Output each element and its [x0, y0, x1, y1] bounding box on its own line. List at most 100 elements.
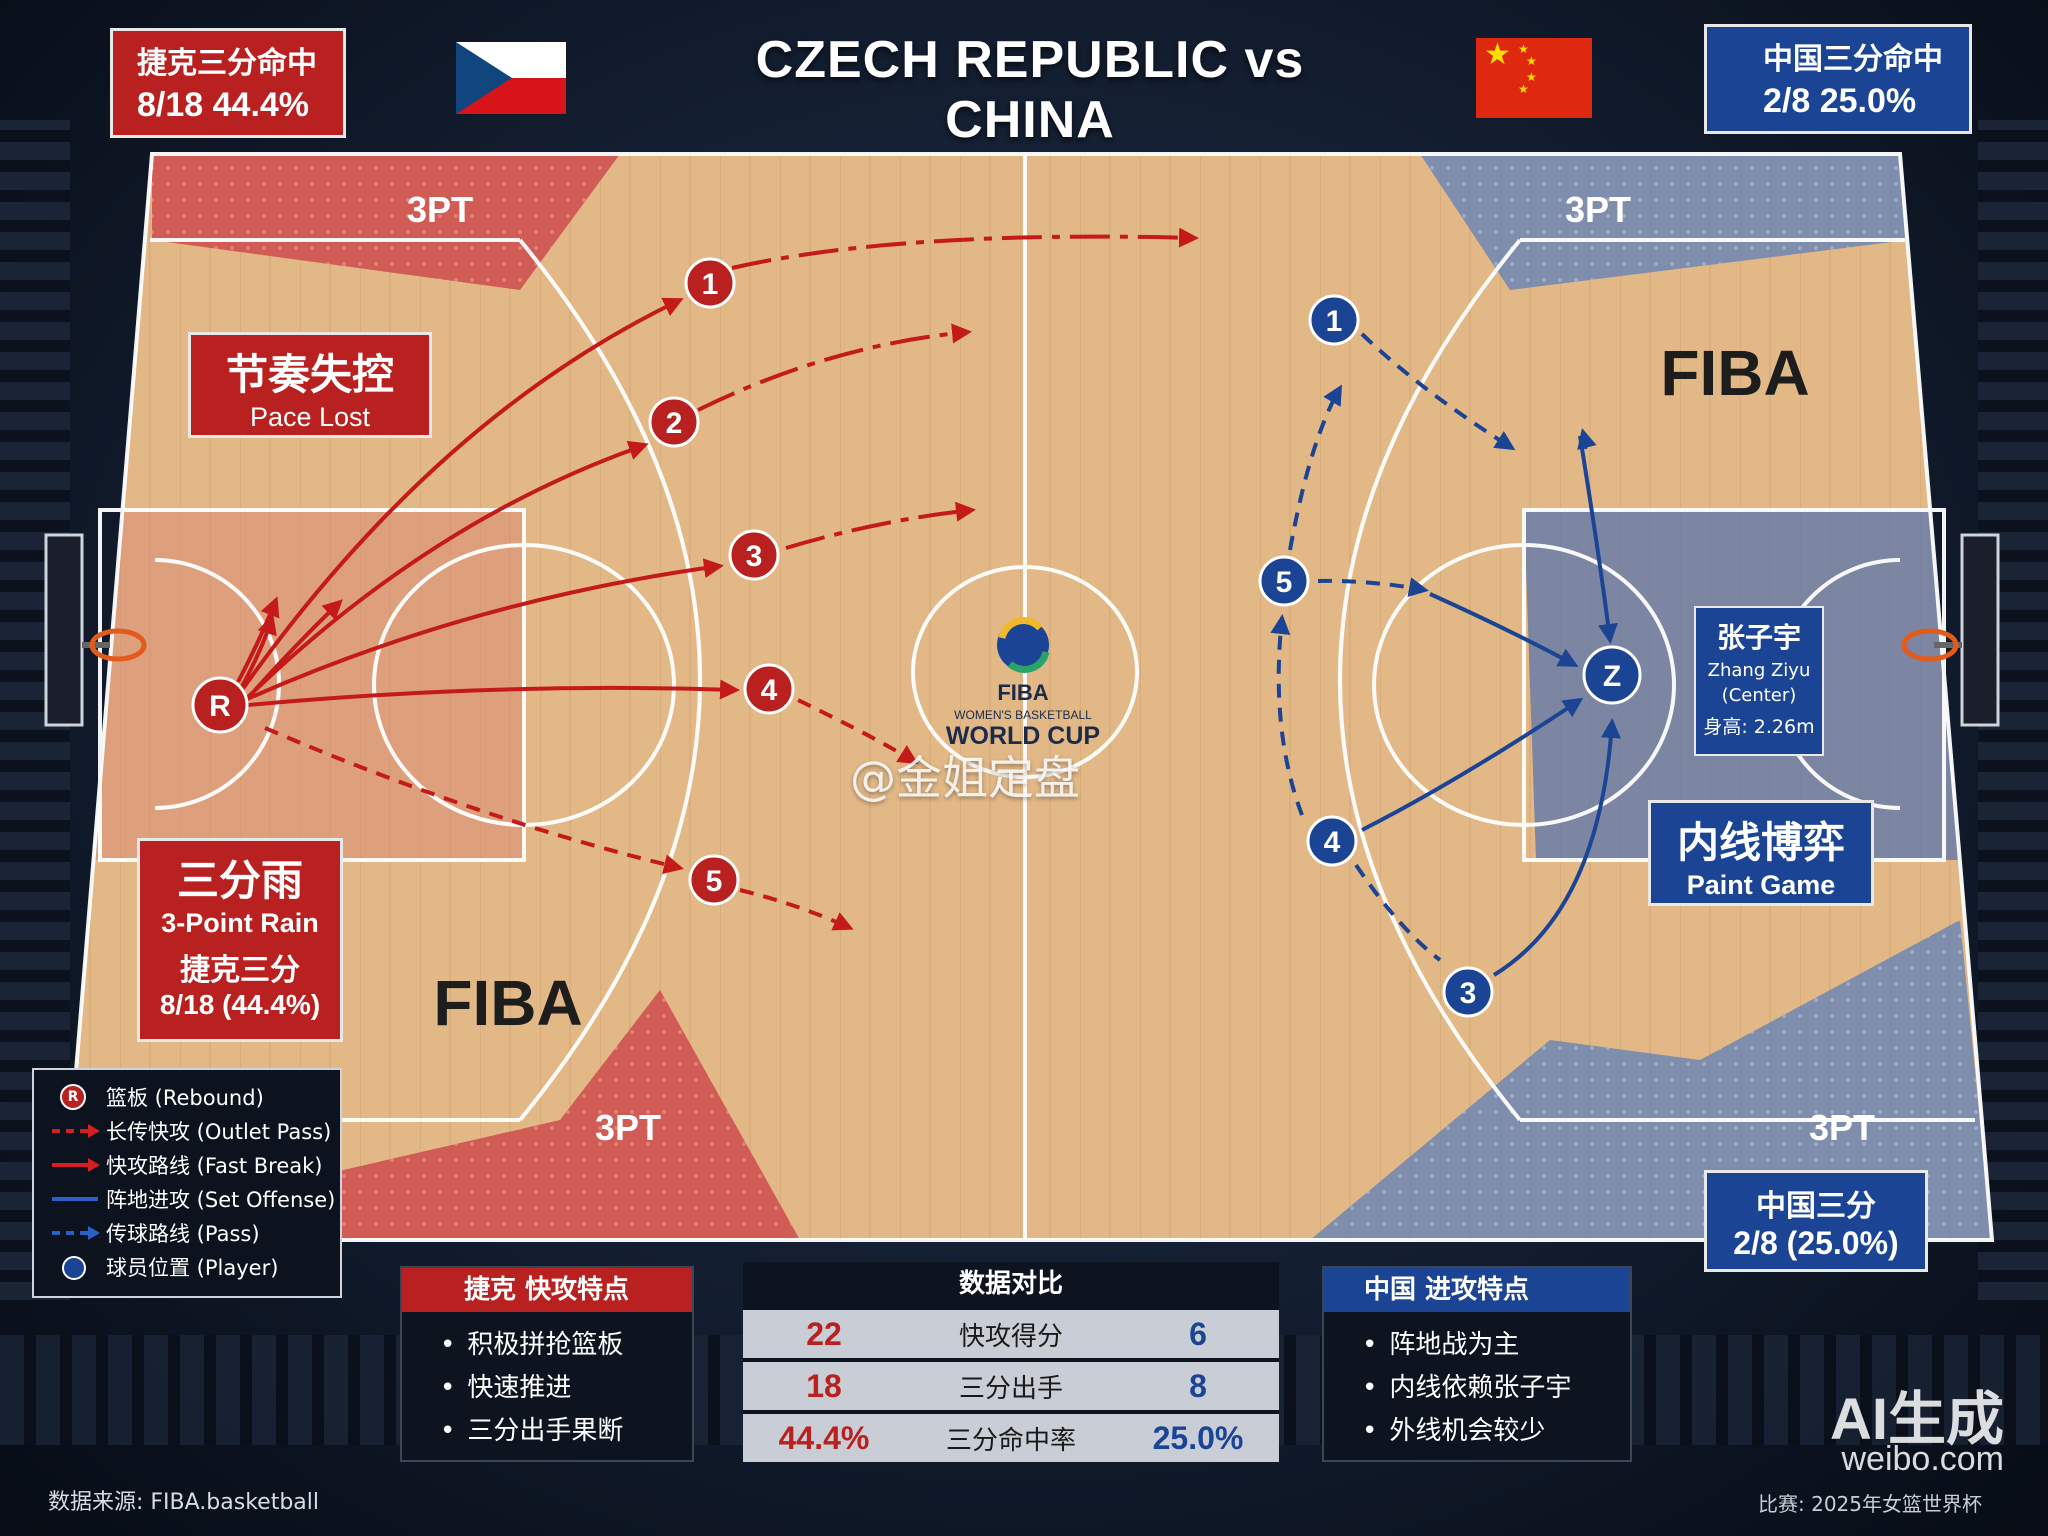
metric-label: 三分出手	[905, 1362, 1117, 1410]
cz-player-5: 5	[688, 854, 740, 906]
zhang-position: (Center)	[1721, 685, 1797, 706]
legend-label: 阵地进攻 (Set Offense)	[106, 1188, 336, 1212]
cz-player-1: 1	[684, 257, 736, 309]
table-row: 44.4% 三分命中率 25.0%	[743, 1414, 1279, 1462]
svg-text:5: 5	[1276, 566, 1293, 599]
cz-player-3: 3	[728, 529, 780, 581]
cz-features-panel: 捷克 快攻特点 积极拼抢篮板 快速推进 三分出手果断	[400, 1266, 694, 1462]
list-item: 阵地战为主	[1362, 1324, 1630, 1367]
zhang-height: 身高: 2.26m	[1703, 716, 1815, 738]
cn-player-3: 3	[1442, 966, 1494, 1018]
red-dashed-arrow-icon	[52, 1124, 100, 1138]
svg-text:5: 5	[706, 865, 723, 898]
legend-label: 球员位置 (Player)	[106, 1256, 279, 1280]
comparison-title: 数据对比	[958, 1269, 1063, 1299]
cz-player-2: 2	[648, 396, 700, 448]
metric-label: 三分命中率	[905, 1414, 1117, 1462]
legend-row: 长传快攻 (Outlet Pass)	[48, 1114, 340, 1148]
legend-row: R 篮板 (Rebound)	[48, 1080, 340, 1114]
cz-player-4: 4	[743, 663, 795, 715]
match-info: 比赛: 2025年女篮世界杯	[1758, 1492, 1982, 1516]
paint-en: Paint Game	[1686, 870, 1836, 900]
cn-player-1: 1	[1308, 294, 1360, 346]
cn-3pt-val: 2/8 (25.0%)	[1733, 1225, 1899, 1261]
fiba-floor-mark: FIBA	[1660, 337, 1809, 409]
legend: R 篮板 (Rebound) 长传快攻 (Outlet Pass) 快攻路线 (…	[32, 1068, 342, 1298]
rebound-icon: R	[60, 1084, 86, 1110]
zone-3pt-label: 3PT	[595, 1107, 661, 1148]
metric-label: 快攻得分	[905, 1310, 1117, 1358]
cz-paint	[86, 510, 525, 860]
list-item: 快速推进	[440, 1367, 692, 1410]
cn-3pt-callout: 中国三分 2/8 (25.0%)	[1704, 1170, 1928, 1272]
watermark-handle: @金姐定盘	[850, 751, 1080, 805]
cn-3pt-zone-top	[1420, 154, 1908, 290]
svg-text:1: 1	[702, 268, 719, 301]
cn-panel-title: 中国 进攻特点	[1324, 1268, 1630, 1312]
rain-cn: 三分雨	[176, 857, 303, 904]
cn-value: 6	[1117, 1310, 1279, 1358]
cz-3pt-zone-bottom	[300, 990, 800, 1240]
svg-text:Z: Z	[1603, 660, 1621, 693]
rain-en: 3-Point Rain	[161, 908, 319, 938]
zone-3pt-label: 3PT	[407, 189, 473, 230]
right-hoop	[1901, 533, 2000, 727]
cz-panel-title: 捷克 快攻特点	[402, 1268, 692, 1312]
cz-value: 44.4%	[743, 1414, 905, 1462]
watermark-ai: AI生成	[1829, 1387, 2004, 1452]
watermark-site: weibo.com	[1841, 1440, 2004, 1478]
cn-3pt-stat: 中国三分命中 2/8 25.0%	[1704, 24, 1972, 134]
list-item: 积极拼抢篮板	[440, 1324, 692, 1367]
cn-3pt-zone-bottom	[1310, 920, 1992, 1240]
logo-sub: WOMEN'S BASKETBALL	[954, 708, 1092, 722]
logo-main: WORLD CUP	[946, 722, 1100, 750]
list-item: 外线机会较少	[1362, 1410, 1630, 1453]
cn-3pt-stat-value: 2/8 25.0%	[1763, 82, 1917, 120]
blue-dashed-arrow-icon	[52, 1226, 100, 1240]
page-title: CZECH REPUBLIC vs CHINA	[755, 31, 1305, 149]
comparison-table: 22 快攻得分 6 18 三分出手 8 44.4% 三分命中率 25.0%	[743, 1306, 1279, 1466]
table-row: 18 三分出手 8	[743, 1362, 1279, 1410]
svg-text:1: 1	[1326, 305, 1343, 338]
svg-text:3: 3	[1460, 977, 1477, 1010]
china-flag-icon: ★ ★ ★ ★ ★	[1476, 38, 1592, 118]
paint-cn: 内线博弈	[1676, 819, 1845, 866]
pace-lost-cn: 节奏失控	[225, 351, 394, 398]
zone-3pt-label: 3PT	[1565, 189, 1631, 230]
data-source: 数据来源: FIBA.basketball	[48, 1490, 319, 1515]
cz-3pt-stat-value: 8/18 44.4%	[137, 86, 310, 124]
pace-lost-callout: 节奏失控 Pace Lost	[188, 332, 432, 438]
logo-fiba: FIBA	[997, 680, 1048, 705]
legend-label: 传球路线 (Pass)	[106, 1222, 260, 1246]
player-dot-icon	[62, 1256, 86, 1280]
table-row: 22 快攻得分 6	[743, 1310, 1279, 1358]
cz-3pt-zone-top	[152, 154, 620, 290]
center-logo: FIBA WOMEN'S BASKETBALL WORLD CUP	[946, 617, 1100, 750]
cz-3pt-stat-title: 捷克三分命中	[137, 47, 317, 80]
cn-3pt-cn: 中国三分	[1756, 1190, 1876, 1223]
list-item: 三分出手果断	[440, 1410, 692, 1453]
zhang-name-cn: 张子宇	[1716, 621, 1801, 654]
comparison-panel: 数据对比 22 快攻得分 6 18 三分出手 8 44.4% 三分命中率 25.…	[743, 1262, 1279, 1462]
legend-row: 球员位置 (Player)	[48, 1250, 340, 1284]
legend-label: 长传快攻 (Outlet Pass)	[106, 1120, 332, 1144]
legend-row: 阵地进攻 (Set Offense)	[48, 1182, 340, 1216]
left-hoop	[44, 533, 147, 727]
blue-solid-line-icon	[52, 1197, 98, 1201]
cn-routes	[1270, 332, 1621, 977]
cz-routes	[233, 227, 1199, 931]
three-point-rain-callout: 三分雨 3-Point Rain 捷克三分 8/18 (44.4%)	[137, 838, 343, 1042]
fiba-floor-mark: FIBA	[433, 967, 582, 1039]
svg-text:3: 3	[746, 540, 763, 573]
red-solid-arrow-icon	[52, 1158, 100, 1172]
cn-player-5: 5	[1258, 555, 1310, 607]
zone-3pt-label: 3PT	[1809, 1107, 1875, 1148]
svg-text:4: 4	[1324, 826, 1341, 859]
legend-label: 篮板 (Rebound)	[106, 1086, 264, 1110]
cz-value: 22	[743, 1310, 905, 1358]
zhang-ziyu-card: 张子宇 Zhang Ziyu (Center) 身高: 2.26m	[1694, 606, 1824, 756]
czech-flag-icon	[456, 42, 566, 114]
cn-value: 25.0%	[1117, 1414, 1279, 1462]
pace-lost-en: Pace Lost	[249, 402, 371, 432]
